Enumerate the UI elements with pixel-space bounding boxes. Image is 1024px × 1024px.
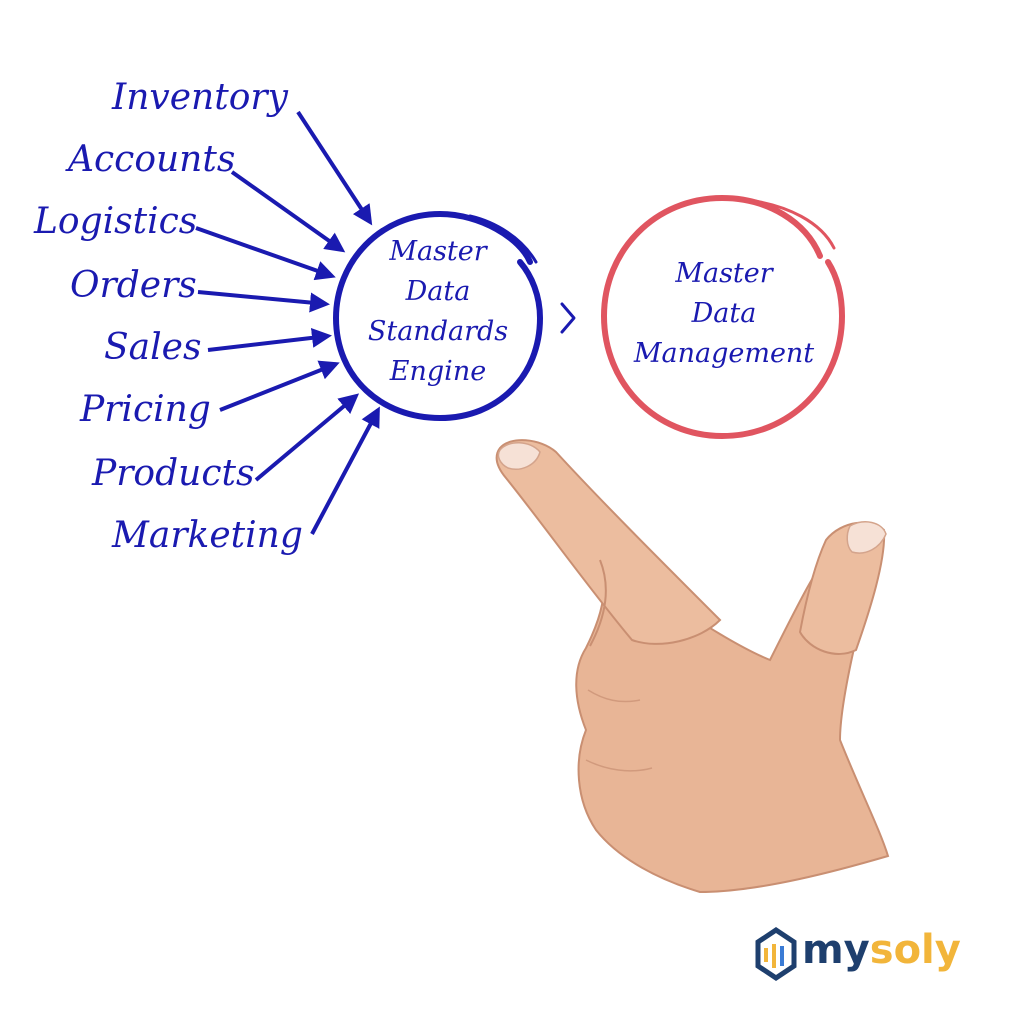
- logo-text-soly: soly: [869, 927, 961, 973]
- arrow-products: [254, 393, 360, 482]
- engine-line-3: Standards: [367, 316, 509, 347]
- engine-circle: [332, 210, 544, 422]
- arrow-inventory: [296, 110, 373, 226]
- logo-text-my: my: [802, 927, 870, 973]
- management-line-2: Data: [691, 298, 757, 329]
- management-line-3: Management: [633, 338, 815, 369]
- chevron-right-icon: [560, 302, 576, 334]
- source-label-logistics: Logistics: [34, 201, 198, 242]
- source-label-pricing: Pricing: [80, 389, 211, 430]
- arrow-marketing: [310, 406, 380, 535]
- engine-line-4: Engine: [389, 356, 487, 387]
- engine-circle-tail: [468, 214, 538, 264]
- arrow-orders: [197, 290, 330, 313]
- source-label-products: Products: [92, 453, 255, 494]
- engine-line-1: Master: [389, 236, 487, 267]
- management-node-label: Master Data Management: [612, 254, 836, 374]
- arrow-logistics: [195, 226, 336, 281]
- pointing-hand-illustration: [495, 439, 890, 894]
- arrow-accounts: [230, 170, 346, 253]
- management-circle: [600, 194, 846, 440]
- source-label-inventory: Inventory: [112, 77, 288, 118]
- mysoly-logo: mysoly: [802, 924, 961, 976]
- mysoly-logo-mark: [755, 926, 797, 982]
- engine-line-2: Data: [405, 276, 471, 307]
- logo-wordmark: mysoly: [802, 927, 961, 973]
- arrow-pricing: [219, 360, 340, 412]
- engine-node-label: Master Data Standards Engine: [348, 232, 528, 392]
- source-label-marketing: Marketing: [112, 515, 303, 556]
- arrow-sales: [207, 327, 332, 352]
- source-label-accounts: Accounts: [68, 139, 236, 180]
- source-label-orders: Orders: [70, 265, 197, 306]
- management-circle-tail: [738, 197, 836, 250]
- source-label-sales: Sales: [104, 327, 202, 368]
- management-line-1: Master: [675, 258, 773, 289]
